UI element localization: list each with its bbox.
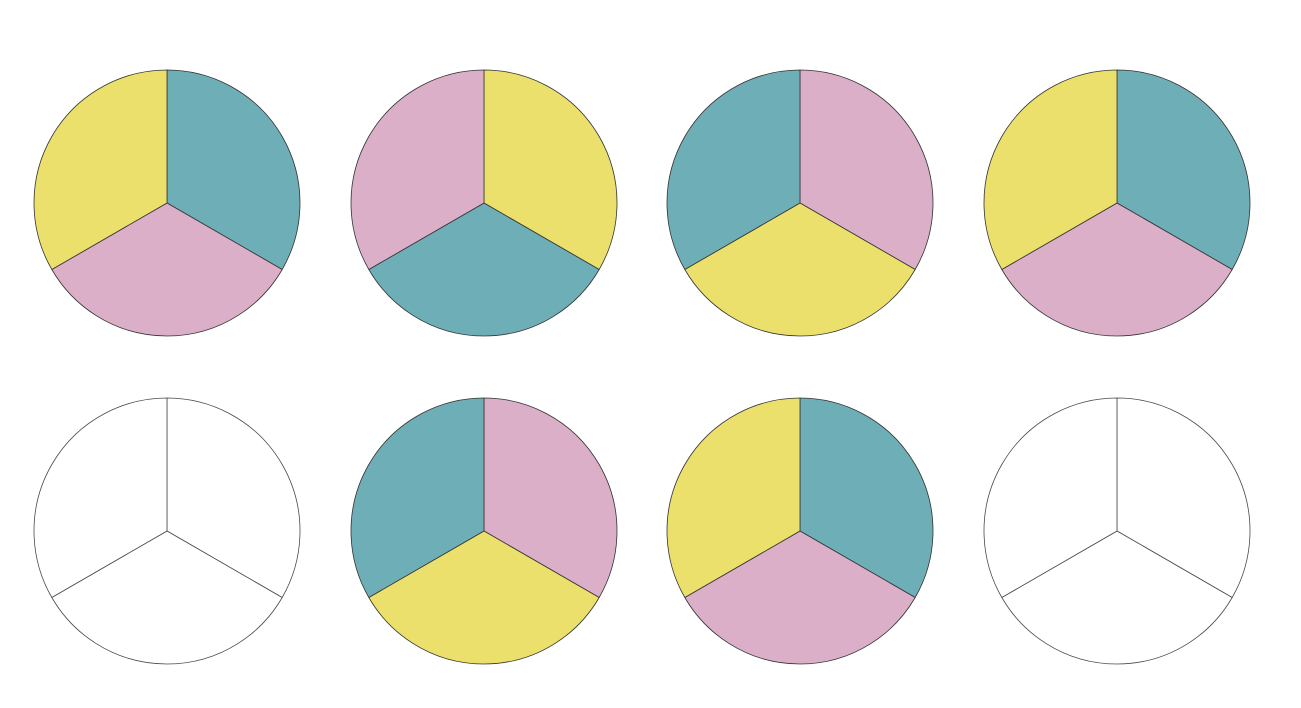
circle-row2-col2 bbox=[350, 397, 618, 665]
sector-top-right-blank bbox=[166, 397, 301, 599]
sector-top-right-yellow bbox=[483, 69, 618, 271]
sector-top-left-blank bbox=[983, 397, 1118, 599]
circle-row1-col3 bbox=[666, 69, 934, 337]
sector-top-right-teal bbox=[166, 69, 301, 271]
sector-top-left-yellow bbox=[983, 69, 1118, 271]
sector-bottom-pink bbox=[51, 202, 283, 337]
sector-bottom-pink bbox=[1001, 202, 1233, 337]
circle-row2-col1 bbox=[33, 397, 301, 665]
sector-top-left-yellow bbox=[666, 397, 801, 599]
circle-row2-col3 bbox=[666, 397, 934, 665]
sector-bottom-yellow bbox=[368, 530, 600, 665]
sector-bottom-pink bbox=[684, 530, 916, 665]
sector-bottom-blank bbox=[51, 530, 283, 665]
circle-row1-col4 bbox=[983, 69, 1251, 337]
sector-top-right-pink bbox=[799, 69, 934, 271]
sector-top-right-pink bbox=[483, 397, 618, 599]
sector-top-left-pink bbox=[350, 69, 485, 271]
circle-row2-col4 bbox=[983, 397, 1251, 665]
circle-row1-col1 bbox=[33, 69, 301, 337]
sector-top-right-blank bbox=[1116, 397, 1251, 599]
sector-bottom-teal bbox=[368, 202, 600, 337]
sector-bottom-blank bbox=[1001, 530, 1233, 665]
sector-top-left-teal bbox=[350, 397, 485, 599]
sector-bottom-yellow bbox=[684, 202, 916, 337]
sector-top-left-yellow bbox=[33, 69, 168, 271]
sector-top-right-teal bbox=[799, 397, 934, 599]
circle-row1-col2 bbox=[350, 69, 618, 337]
sector-top-right-teal bbox=[1116, 69, 1251, 271]
sector-top-left-teal bbox=[666, 69, 801, 271]
sector-top-left-blank bbox=[33, 397, 168, 599]
